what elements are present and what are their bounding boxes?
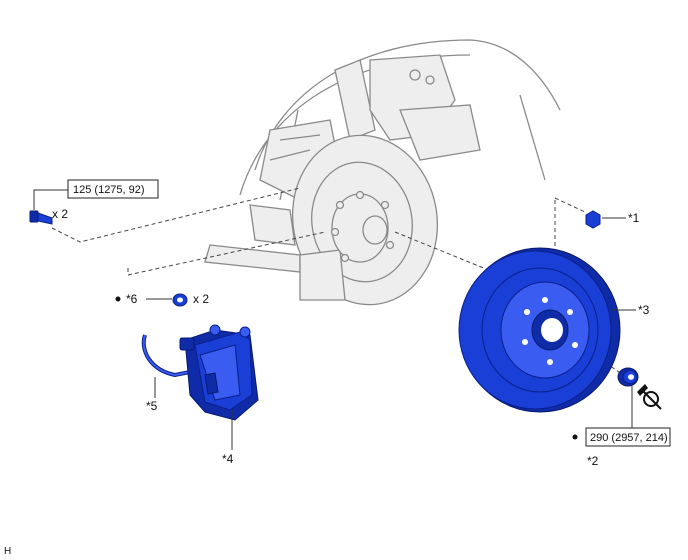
part-2-hub-nut	[617, 367, 639, 387]
label-part-4: *4	[222, 452, 234, 466]
label-part-6: *6	[126, 292, 138, 306]
part-6-washer	[172, 293, 188, 307]
label-part-3: *3	[638, 303, 650, 317]
bolt-torque-callout: 125 (1275, 92)	[33, 179, 159, 210]
bullet-dot-icon	[572, 434, 578, 440]
caliper-bolt	[29, 210, 53, 225]
nut-torque-value: 290 (2957, 214)	[590, 432, 668, 444]
part-3-brake-disc	[458, 247, 621, 413]
socket-wrench-icon	[637, 384, 662, 410]
label-part-5: *5	[146, 399, 158, 413]
part-5-brake-hose	[141, 334, 191, 378]
nut-torque-callout: 290 (2957, 214)	[585, 427, 671, 447]
illustration-code: H	[4, 546, 11, 557]
part-1-cap	[585, 210, 601, 229]
suspension-background	[204, 39, 561, 306]
bolt-torque-value: 125 (1275, 92)	[73, 184, 145, 196]
bolt-quantity: x 2	[52, 207, 68, 221]
label-part-1: *1	[628, 211, 640, 225]
washer-quantity: x 2	[193, 292, 209, 306]
label-part-2: *2	[587, 454, 599, 468]
bullet-dot-icon	[115, 296, 121, 302]
part-4-brake-caliper	[179, 324, 259, 421]
